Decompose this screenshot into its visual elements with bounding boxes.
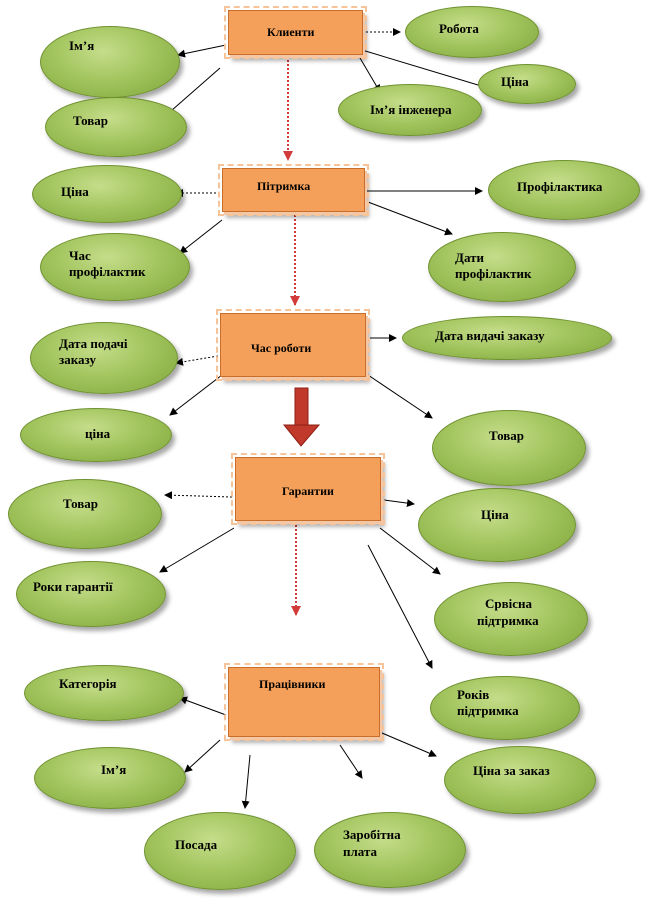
- entity-chas-roboty-label: Час роботи: [251, 341, 312, 355]
- attr-zarobitna-line1: Заробітна: [343, 827, 401, 842]
- attr-robota: Робота: [405, 6, 539, 58]
- attr-roky-garantii-label: Роки гарантії: [33, 579, 113, 594]
- entity-chas-roboty: Час роботи: [216, 309, 370, 381]
- entity-pratsivnyky: Працівники: [224, 663, 384, 741]
- attr-data-podachi-line2: заказу: [59, 352, 96, 367]
- attr-servisna-pidtrymka: Срвісна підтримка: [434, 582, 588, 656]
- attr-zarobitna-plata: Заробітна плата: [314, 812, 466, 888]
- entity-garantii: Гарантии: [231, 453, 385, 525]
- attr-data-vydachi: Дата видачі заказу: [402, 316, 612, 360]
- attr-imya-2-label: Ім’я: [101, 762, 127, 777]
- attr-data-podachi-line1: Дата подачі: [59, 336, 128, 351]
- flow-connectors: [282, 60, 321, 616]
- attr-imya-2: Ім’я: [34, 747, 186, 809]
- attr-posada: Посада: [144, 812, 296, 890]
- attr-tsina-2: Ціна: [32, 165, 182, 223]
- attr-chas-profilaktyk: Час профілактик: [40, 233, 190, 301]
- attr-tovar-2: Товар: [432, 410, 586, 486]
- attr-data-vydachi-label: Дата видачі заказу: [435, 328, 545, 343]
- edge-pratsivnyky-imya: [184, 739, 221, 773]
- edge-garantii-roky-garantii: [159, 527, 235, 573]
- attr-tsina-4: Ціна: [418, 488, 576, 562]
- attr-imya-inzhenera: Ім’я інженера: [338, 84, 482, 136]
- entity-klienty-label: Клиенти: [267, 25, 315, 39]
- attr-tsina-1-label: Ціна: [501, 74, 529, 89]
- edge-chas-data-podachi: [175, 355, 219, 366]
- edge-garantii-rokiv-pidtrymka: [367, 544, 433, 669]
- edge-garantii-tovar: [164, 491, 233, 500]
- attr-servisna-line1: Срвісна: [485, 596, 533, 611]
- attr-zarobitna-line2: плата: [343, 844, 377, 859]
- entity-pidtrymka: Пітримка: [218, 164, 369, 216]
- edge-garantii-tsina: [383, 499, 415, 508]
- attr-tsina-za-zakaz-label: Ціна за заказ: [473, 763, 550, 778]
- edge-pratsivnyky-posada: [241, 754, 251, 809]
- attr-daty-profilaktyk-line2: профілактик: [455, 266, 532, 281]
- attr-tovar-1-label: Товар: [73, 113, 109, 128]
- attr-servisna-line2: підтримка: [477, 613, 539, 628]
- edge-pratsivnyky-kategoriia: [179, 696, 227, 716]
- entity-klienty: Клиенти: [224, 6, 367, 59]
- edge-pidtrymka-daty-profilaktyk: [367, 201, 453, 236]
- entity-garantii-label: Гарантии: [282, 484, 334, 498]
- attr-imya-1-label: Ім’я: [69, 38, 95, 53]
- edge-pratsivnyky-zarobitna: [339, 744, 363, 779]
- attr-rokiv-line1: Років: [457, 687, 490, 702]
- attr-imya-inzhenera-label: Ім’я інженера: [370, 102, 452, 117]
- attr-kategoriia-label: Категорія: [59, 676, 117, 691]
- attr-imya-1: Ім’я: [40, 26, 180, 98]
- attr-tsina-1: Ціна: [478, 64, 576, 104]
- attr-posada-label: Посада: [175, 837, 218, 852]
- attr-tsina-2-label: Ціна: [61, 184, 89, 199]
- edge-chas-tsina: [169, 374, 223, 416]
- edge-klienty-tsina: [361, 49, 489, 90]
- attr-chas-profilaktyk-line2: профілактик: [69, 264, 146, 279]
- attr-daty-profilaktyk: Дати профілактик: [428, 232, 576, 302]
- attr-tovar-3-label: Товар: [63, 496, 99, 511]
- attr-rokiv-pidtrymka: Років підтримка: [430, 676, 580, 740]
- attr-robota-label: Робота: [439, 21, 479, 36]
- attr-profilaktyka-label: Профілактика: [517, 179, 603, 194]
- edge-pidtrymka-chas-profilaktyk: [179, 219, 223, 254]
- attr-tovar-3: Товар: [8, 479, 162, 549]
- edge-klienty-imya: [177, 44, 227, 58]
- attr-tovar-1: Товар: [45, 97, 187, 157]
- attr-profilaktyka: Профілактика: [488, 160, 640, 220]
- edge-garantii-servisna: [379, 527, 441, 575]
- edge-pratsivnyky-tsina-za-zakaz: [381, 732, 437, 757]
- attr-roky-garantii: Роки гарантії: [16, 561, 166, 627]
- attr-tovar-2-label: Товар: [489, 428, 525, 443]
- attr-daty-profilaktyk-line1: Дати: [455, 250, 484, 265]
- attr-tsina-3-label: ціна: [85, 426, 111, 441]
- edge-chas-tovar: [367, 374, 433, 419]
- attr-kategoriia: Категорія: [24, 665, 184, 721]
- attr-chas-profilaktyk-line1: Час: [69, 248, 91, 263]
- flow-chas-garantii-thick: [282, 387, 321, 447]
- attr-rokiv-line2: підтримка: [457, 703, 519, 718]
- entity-pidtrymka-label: Пітримка: [257, 179, 311, 193]
- attr-tsina-za-zakaz: Ціна за заказ: [444, 746, 596, 814]
- attr-tsina-4-label: Ціна: [481, 507, 509, 522]
- attr-tsina-3: ціна: [20, 408, 172, 462]
- attr-data-podachi: Дата подачі заказу: [30, 322, 178, 394]
- entity-pratsivnyky-label: Працівники: [259, 677, 326, 691]
